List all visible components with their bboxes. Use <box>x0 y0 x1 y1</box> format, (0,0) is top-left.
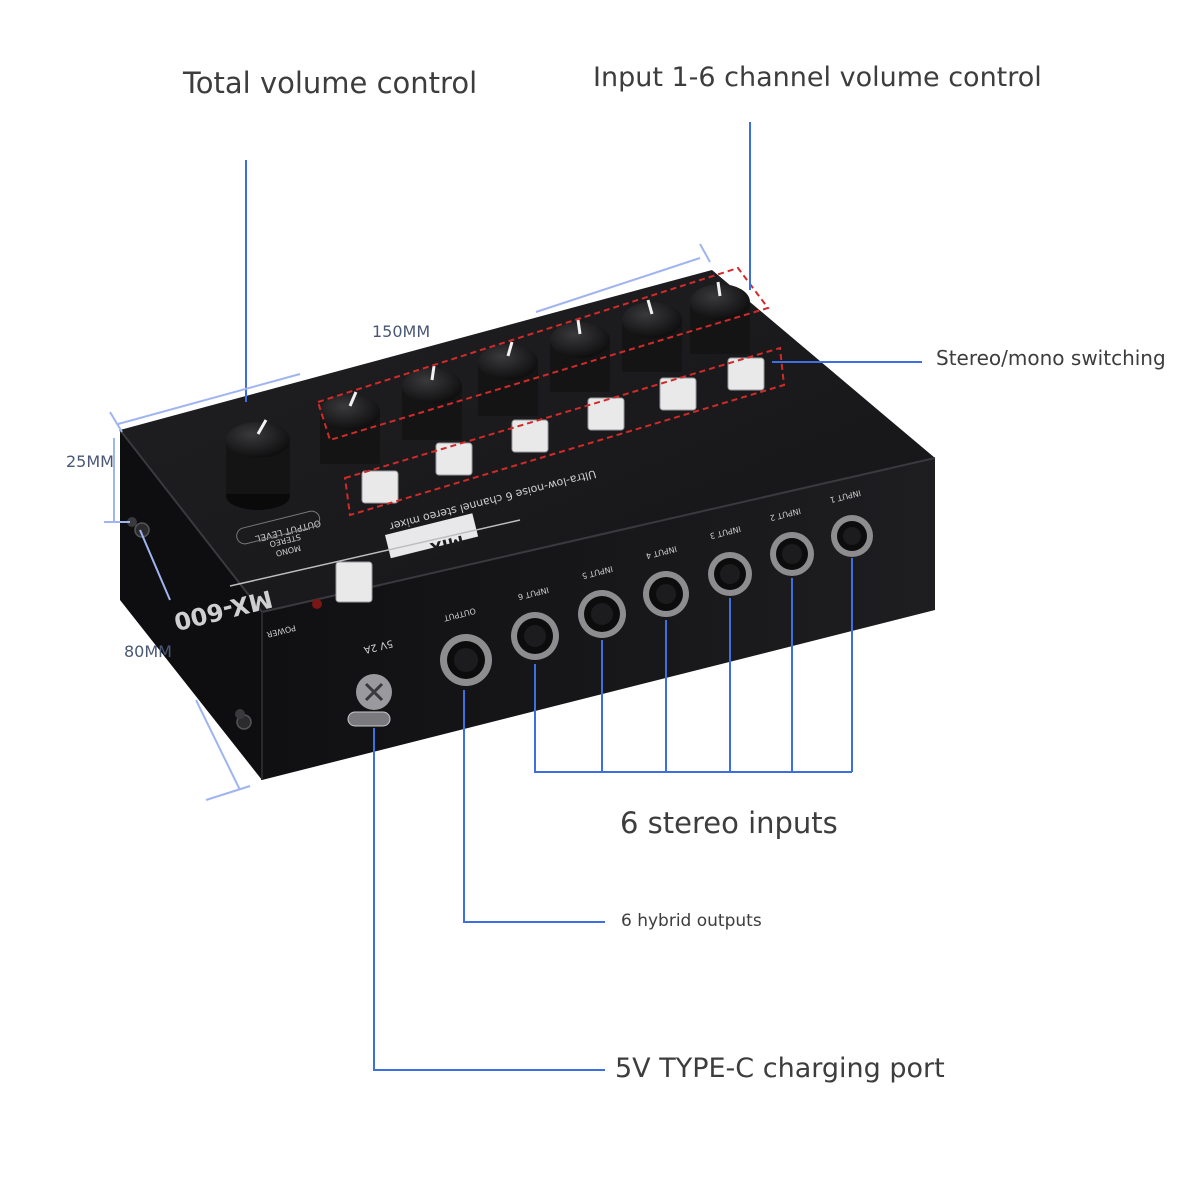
channel-knob-5[interactable] <box>622 299 682 372</box>
highlight-regions <box>316 266 786 517</box>
width-dimension-tick <box>699 243 711 263</box>
channel-knob-6[interactable] <box>690 281 750 354</box>
depth-dimension-label: 80MM <box>124 642 172 661</box>
stereo-mono-switches <box>335 357 765 603</box>
stereo-mono-switch-2[interactable] <box>435 442 473 476</box>
channel-knob-2[interactable] <box>402 365 462 440</box>
stereo-mono-switch-3[interactable] <box>511 419 549 453</box>
stereo-inputs-leader <box>534 664 852 773</box>
input-volume-callout: Input 1-6 channel volume control <box>593 62 1042 93</box>
input-jack-2[interactable] <box>770 532 814 576</box>
input-jack-5[interactable] <box>578 590 626 638</box>
channel-knob-1[interactable] <box>320 391 380 464</box>
width-dimension-tick <box>109 411 123 433</box>
width-dimension-label: 150MM <box>372 322 431 341</box>
stereo-mono-switch-4[interactable] <box>587 397 625 431</box>
front-jacks <box>347 515 873 727</box>
screw-icon <box>235 709 245 719</box>
callout-lines <box>245 122 922 1071</box>
brand-logo: MIX <box>385 513 479 559</box>
master-volume-knob[interactable] <box>226 419 290 510</box>
stereo-mono-switch-1[interactable] <box>361 470 399 504</box>
total-volume-callout: Total volume control <box>183 66 478 100</box>
stereo-mono-callout: Stereo/mono switching <box>936 346 1166 370</box>
stereo-mono-switch-5[interactable] <box>659 377 697 411</box>
height-dimension-label: 25MM <box>66 452 114 471</box>
usb-c-port[interactable] <box>347 674 392 727</box>
depth-dimension-line <box>139 529 171 601</box>
input-jack-1[interactable] <box>831 515 873 557</box>
hybrid-outputs-callout: 6 hybrid outputs <box>621 911 762 931</box>
knob-highlight <box>316 266 770 442</box>
power-led <box>312 599 322 609</box>
level-led-strip <box>236 510 321 545</box>
input-jack-3[interactable] <box>708 552 752 596</box>
charging-port-leader <box>373 728 605 1071</box>
input-jack-6[interactable] <box>511 612 559 660</box>
hybrid-outputs-leader <box>463 690 605 923</box>
switch-highlight <box>343 346 786 517</box>
stereo-mono-switch-6[interactable] <box>727 357 765 391</box>
charging-port-callout: 5V TYPE-C charging port <box>615 1053 945 1084</box>
dimension-lines <box>104 243 711 801</box>
depth-dimension-line <box>195 699 241 791</box>
channel-knob-4[interactable] <box>550 319 610 392</box>
input-jack-4[interactable] <box>643 571 689 617</box>
channel-knob-3[interactable] <box>478 341 538 416</box>
mixer-body <box>119 270 936 780</box>
output-jack[interactable] <box>440 634 492 686</box>
panel-divider <box>229 519 521 587</box>
depth-dimension-tick <box>205 785 251 801</box>
width-dimension-line <box>117 373 301 425</box>
mixer-side-face <box>120 430 262 780</box>
power-switch[interactable] <box>335 561 373 603</box>
width-dimension-line <box>535 257 701 313</box>
stereo-inputs-callout: 6 stereo inputs <box>620 806 838 840</box>
screw-icon <box>127 517 137 527</box>
